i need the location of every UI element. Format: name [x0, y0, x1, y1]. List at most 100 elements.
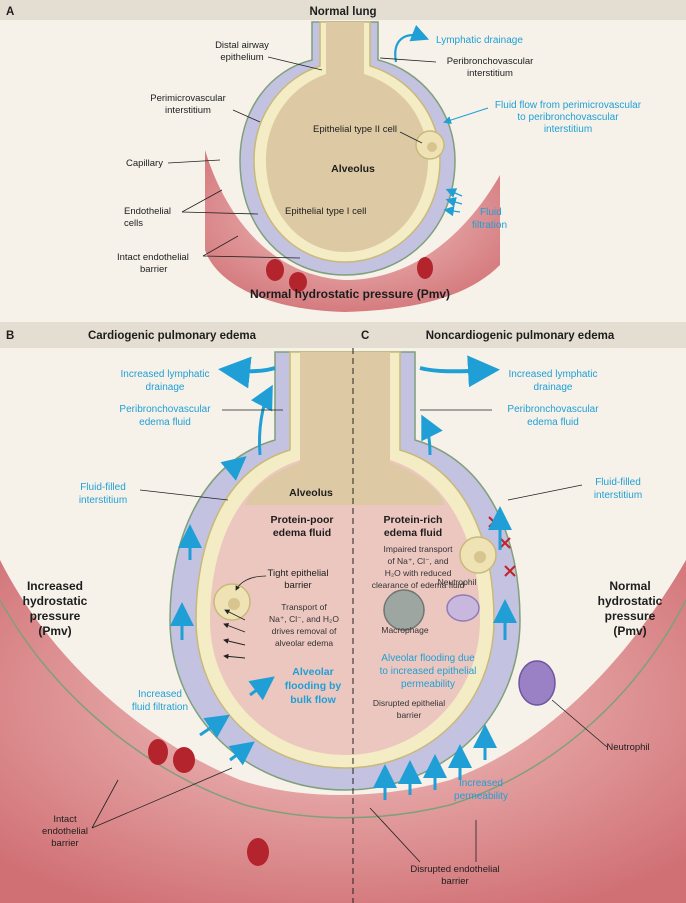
c-disrupted-endo-label-2: barrier	[441, 876, 468, 887]
type2-cell-c-nucleus	[474, 551, 486, 563]
b-intact-label-2: endothelial	[42, 826, 88, 837]
c-disrupted-endo-leader-1	[369, 807, 421, 863]
rbc-b-2	[173, 747, 195, 773]
b-transport-label-4: alveolar edema	[275, 638, 333, 648]
panel-a-letter: A	[6, 6, 14, 18]
b-transport-label-1: Transport of	[281, 602, 327, 612]
alveolus-air-bc	[245, 352, 445, 505]
b-inc-lymph-label-2: drainage	[146, 382, 185, 393]
b-transport-label-2: Na⁺, Cl⁻, and H₂O	[269, 614, 339, 624]
b-intact-leader-2	[91, 767, 233, 829]
panel-a: A Normal lung Alveolus Epithelial type I…	[0, 0, 686, 322]
pressure-a-label: Normal hydrostatic pressure (Pmv)	[250, 287, 450, 301]
flow-arrows-c	[373, 355, 517, 800]
c-disrupted-epi-label-1: Disrupted epithelial	[373, 698, 445, 708]
c-protein-label-1: Protein-rich	[384, 514, 443, 526]
alveolus-edema-bc	[210, 352, 480, 755]
b-inc-filt-label-2: fluid filtration	[132, 702, 188, 713]
distal-airway-label-1: Distal airway	[215, 40, 269, 51]
b-tight-label-1: Tight epithelial	[268, 568, 329, 579]
panel-bc-header-bar	[0, 322, 686, 348]
c-macrophage-label: Macrophage	[381, 625, 429, 635]
c-impaired-label-4: clearance of edema fluid	[372, 580, 465, 590]
c-fluid-int-leader	[507, 484, 583, 501]
c-normal-press-label-3: pressure	[605, 609, 656, 623]
distal-airway-label-2: epithelium	[220, 52, 263, 63]
panel-c-letter: C	[361, 330, 369, 342]
distal-airway-leader	[267, 56, 323, 71]
b-tight-leader	[235, 575, 267, 591]
filtration-a-label-2: filtration	[472, 220, 507, 231]
perimicro-label-2: interstitium	[165, 105, 211, 116]
b-tight-label-2: barrier	[284, 580, 311, 591]
b-inc-press-label-2: hydrostatic	[23, 594, 88, 608]
c-neutrophil-out-leader	[551, 699, 608, 748]
b-protein-label-2: edema fluid	[273, 527, 331, 539]
epi1-label: Epithelial type I cell	[285, 206, 366, 217]
c-neutrophil-out-label: Neutrophil	[606, 742, 649, 753]
c-flood-label-1: Alveolar flooding due	[381, 653, 475, 664]
peribron-a-label-1: Peribronchovascular	[447, 56, 534, 67]
fluid-flow-label-1: Fluid flow from perimicrovascular	[495, 100, 642, 111]
endothelial-leader-2	[181, 211, 259, 215]
filtration-arrows-a	[443, 188, 463, 217]
b-transport-label-3: drives removal of	[272, 626, 337, 636]
lymph-arrow-a	[394, 24, 430, 63]
b-intact-label-1: Intact	[53, 814, 77, 825]
fluid-flow-leader	[443, 107, 489, 124]
panel-a-header-bar	[0, 0, 686, 20]
c-protein-label-2: edema fluid	[384, 527, 442, 539]
c-flood-label-2: to increased epithelial	[380, 666, 477, 677]
c-flood-label-3: permeability	[401, 679, 455, 690]
endothelial-label-2: cells	[124, 218, 143, 229]
b-inc-lymph-label-1: Increased lymphatic	[121, 369, 210, 380]
capillary-bc	[0, 560, 686, 903]
intact-a-leader-1	[202, 235, 239, 257]
c-disrupted-epi-label-2: barrier	[397, 710, 422, 720]
c-disrupted-endo-label-1: Disrupted endothelial	[410, 864, 499, 875]
rbc-a-1	[266, 259, 284, 281]
rbc-a-3	[417, 257, 433, 279]
c-normal-press-label-1: Normal	[609, 579, 650, 593]
fluid-flow-label-3: interstitium	[544, 124, 592, 135]
rbc-b-1	[148, 739, 168, 765]
b-peribron-label-1: Peribronchovascular	[119, 404, 211, 415]
perimicro-leader	[232, 109, 261, 123]
alveolus-a	[266, 22, 428, 252]
c-normal-press-label-2: hydrostatic	[598, 594, 663, 608]
b-inc-filt-label-1: Increased	[138, 689, 182, 700]
b-flood-label-1: Alveolar	[292, 666, 333, 678]
c-inc-lymph-label-1: Increased lymphatic	[509, 369, 598, 380]
filtration-a-label-1: Fluid	[480, 207, 502, 218]
endothelial-leader-1	[181, 189, 223, 213]
rbc-b-3	[247, 838, 269, 866]
fluid-flow-label-2: to peribronchovascular	[517, 112, 619, 123]
intact-a-label-2: barrier	[140, 264, 167, 275]
c-peribron-label-1: Peribronchovascular	[507, 404, 599, 415]
b-inc-press-label-3: pressure	[30, 609, 81, 623]
peribron-a-leader	[379, 57, 437, 63]
intact-a-leader-2	[202, 255, 301, 259]
endothelium-bc	[0, 599, 686, 819]
panel-b-title: Cardiogenic pulmonary edema	[88, 330, 257, 342]
b-inc-press-label-1: Increased	[27, 579, 83, 593]
type2-cell-b-nucleus	[228, 598, 240, 610]
capillary-label: Capillary	[126, 158, 163, 169]
c-normal-press-label-4: (Pmv)	[613, 624, 646, 638]
panel-c-title: Noncardiogenic pulmonary edema	[426, 330, 615, 342]
capillary-leader	[167, 159, 221, 164]
c-fluid-int-label-2: interstitium	[594, 490, 642, 501]
panel-a-title: Normal lung	[309, 6, 376, 18]
endothelial-label-1: Endothelial	[124, 206, 171, 217]
c-inc-perm-label-2: permeability	[454, 791, 508, 802]
alveolus-bc-label: Alveolus	[289, 487, 333, 499]
c-peribron-label-2: edema fluid	[527, 417, 579, 428]
b-intact-leader-1	[91, 779, 119, 829]
panel-b-letter: B	[6, 330, 14, 342]
perimicro-label-1: Perimicrovascular	[150, 93, 226, 104]
type2-cell-nucleus-a	[427, 142, 437, 152]
b-inc-press-label-4: (Pmv)	[38, 624, 71, 638]
lymph-a-label: Lymphatic drainage	[436, 35, 523, 46]
